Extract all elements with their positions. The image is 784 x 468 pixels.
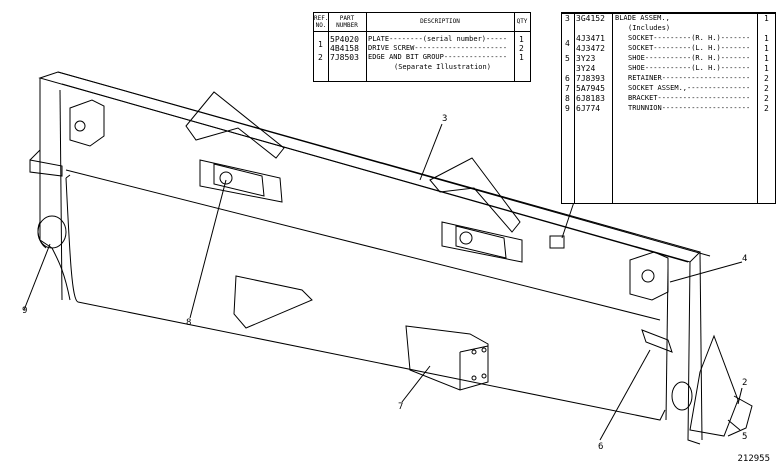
figure-number: 212955 — [737, 454, 770, 464]
left-end-assembly — [29, 99, 105, 249]
header-qty: QTY — [516, 18, 528, 25]
r-row1-ref: 3 — [565, 14, 570, 23]
r-row7-desc: RETAINER--------------------- — [628, 74, 751, 82]
blade-body — [38, 71, 711, 445]
r-row3-qty: 1 — [764, 34, 769, 43]
parts-table-right: 3 3G4152 BLADE ASSEM., 1 (Includes) 4 4J… — [561, 12, 776, 204]
callout-6: 6 — [598, 442, 604, 452]
header-part: PART NUMBER — [336, 15, 358, 29]
r-row10-part: 6J774 — [576, 104, 601, 113]
r-row8-part: 5A7945 — [576, 84, 605, 93]
r-row6-qty: 1 — [764, 64, 769, 73]
r-row1-part: 3G4152 — [576, 14, 605, 23]
r-row3-part: 4J3471 — [576, 34, 605, 43]
r-row7-ref: 6 — [565, 74, 570, 83]
row1-desc: PLATE--------(serial number)----- — [368, 35, 508, 43]
r-row1-desc: BLADE ASSEM., — [615, 14, 670, 22]
row3-ref: 2 — [318, 53, 323, 62]
r-row5-part: 3Y23 — [576, 54, 596, 63]
r-row3-ref: 4 — [565, 39, 570, 48]
row1-qty: 1 — [519, 35, 524, 44]
r-row10-desc: TRUNNION--------------------- — [628, 104, 751, 112]
r-row8-ref: 7 — [565, 84, 570, 93]
callout-5: 5 — [742, 432, 748, 442]
r-row5-ref: 5 — [565, 54, 570, 63]
r-row3-desc: SOCKET---------(R. H.)------- — [628, 34, 751, 42]
callout-4: 4 — [742, 254, 748, 264]
parts-table-left: REF. NO. PART NUMBER DESCRIPTION QTY 5P4… — [313, 12, 531, 82]
r-row8-qty: 2 — [764, 84, 769, 93]
callout-9: 9 — [22, 306, 28, 316]
header-description: DESCRIPTION — [420, 18, 460, 25]
row3-part: 7J8503 — [330, 53, 359, 62]
r-row4-qty: 1 — [764, 44, 769, 53]
row3-desc: EDGE AND BIT GROUP--------------- — [368, 53, 508, 61]
row3-qty: 1 — [519, 53, 524, 62]
r-row6-desc: SHOE-----------(L. H.)------- — [628, 64, 751, 72]
callout-7: 7 — [398, 402, 404, 412]
r-row1-qty: 1 — [764, 14, 769, 23]
r-row10-qty: 2 — [764, 104, 769, 113]
callout-3: 3 — [442, 114, 448, 124]
socket-assemblies — [199, 159, 565, 263]
callout-2: 2 — [742, 378, 748, 388]
r-row4-desc: SOCKET---------(L. H.)------- — [628, 44, 751, 52]
r-row7-qty: 2 — [764, 74, 769, 83]
r-row2-desc: (Includes) — [628, 24, 671, 32]
r-row5-qty: 1 — [764, 54, 769, 63]
row1-part: 5P4020 — [330, 35, 359, 44]
row2-desc: DRIVE SCREW---------------------- — [368, 44, 508, 52]
upper-wedges — [185, 91, 521, 233]
r-row10-ref: 9 — [565, 104, 570, 113]
lower-brackets — [233, 275, 489, 391]
r-row7-part: 7J8393 — [576, 74, 605, 83]
row2-ref: 1 — [318, 40, 323, 49]
r-row9-qty: 2 — [764, 94, 769, 103]
r-row9-desc: BRACKET---------------------- — [628, 94, 751, 102]
row4-desc: (Separate Illustration) — [394, 63, 491, 71]
r-row9-part: 6J8183 — [576, 94, 605, 103]
callout-8: 8 — [186, 318, 192, 328]
r-row5-desc: SHOE-----------(R. H.)------- — [628, 54, 751, 62]
right-end-assembly — [629, 251, 753, 437]
r-row6-part: 3Y24 — [576, 64, 596, 73]
row2-part: 4B4158 — [330, 44, 359, 53]
row2-qty: 2 — [519, 44, 524, 53]
header-ref: REF. NO. — [314, 15, 329, 29]
r-row9-ref: 8 — [565, 94, 570, 103]
r-row8-desc: SOCKET ASSEM.,--------------- — [628, 84, 751, 92]
r-row4-part: 4J3472 — [576, 44, 605, 53]
